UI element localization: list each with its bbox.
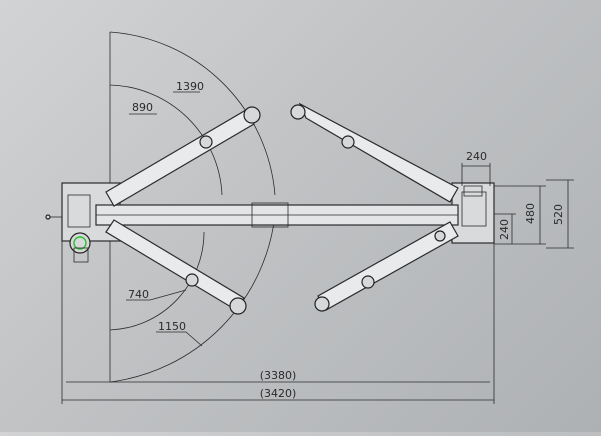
right-lower-pin xyxy=(361,275,375,289)
left-column xyxy=(67,194,91,228)
bottom-dimensions xyxy=(61,241,495,404)
left-upper-arm xyxy=(105,106,261,207)
leader-740-b xyxy=(149,289,187,301)
left-power-unit xyxy=(69,232,91,254)
arc-890 xyxy=(109,84,223,196)
dim-890: 890 xyxy=(132,101,153,114)
dim-480: 480 xyxy=(524,203,537,224)
left-lower-arm xyxy=(105,219,247,315)
swing-radius-arcs xyxy=(109,31,276,383)
dim-240-top: 240 xyxy=(466,150,487,163)
right-lower-arm xyxy=(314,221,459,312)
right-base-plate xyxy=(451,182,495,244)
left-lower-arm-body xyxy=(105,219,245,311)
right-upper-arm-body xyxy=(298,102,459,203)
right-column xyxy=(461,191,487,227)
arc-740 xyxy=(109,231,205,331)
cross-beam xyxy=(95,202,459,228)
right-lower-pad xyxy=(314,296,330,312)
dim-1390: 1390 xyxy=(176,80,204,93)
right-top-block xyxy=(463,185,483,197)
dim-240-side: 240 xyxy=(498,219,511,240)
arc-1390 xyxy=(109,31,276,196)
left-lower-pin xyxy=(185,273,199,287)
right-upper-pad xyxy=(290,104,306,120)
beam-joint xyxy=(251,202,289,228)
left-upper-pad xyxy=(243,106,261,124)
right-upper-arm xyxy=(290,102,459,203)
left-handle-knob xyxy=(45,214,51,220)
dim-3420: (3420) xyxy=(260,387,297,400)
left-pump-box xyxy=(73,247,89,263)
dim-1150: 1150 xyxy=(158,320,186,333)
right-lower-hinge xyxy=(434,230,446,242)
right-dimensions xyxy=(461,163,574,249)
dim-3380: (3380) xyxy=(260,369,297,382)
arc-1390-lower xyxy=(109,214,276,383)
left-lower-pad xyxy=(229,297,247,315)
left-upper-arm-body xyxy=(105,109,255,207)
leader-1150-b xyxy=(185,331,203,347)
dim-520: 520 xyxy=(552,204,565,225)
right-post xyxy=(451,182,495,244)
right-upper-pin xyxy=(341,135,355,149)
left-upper-pin xyxy=(199,135,213,149)
left-motor-indicator xyxy=(73,236,87,250)
dim-740: 740 xyxy=(128,288,149,301)
